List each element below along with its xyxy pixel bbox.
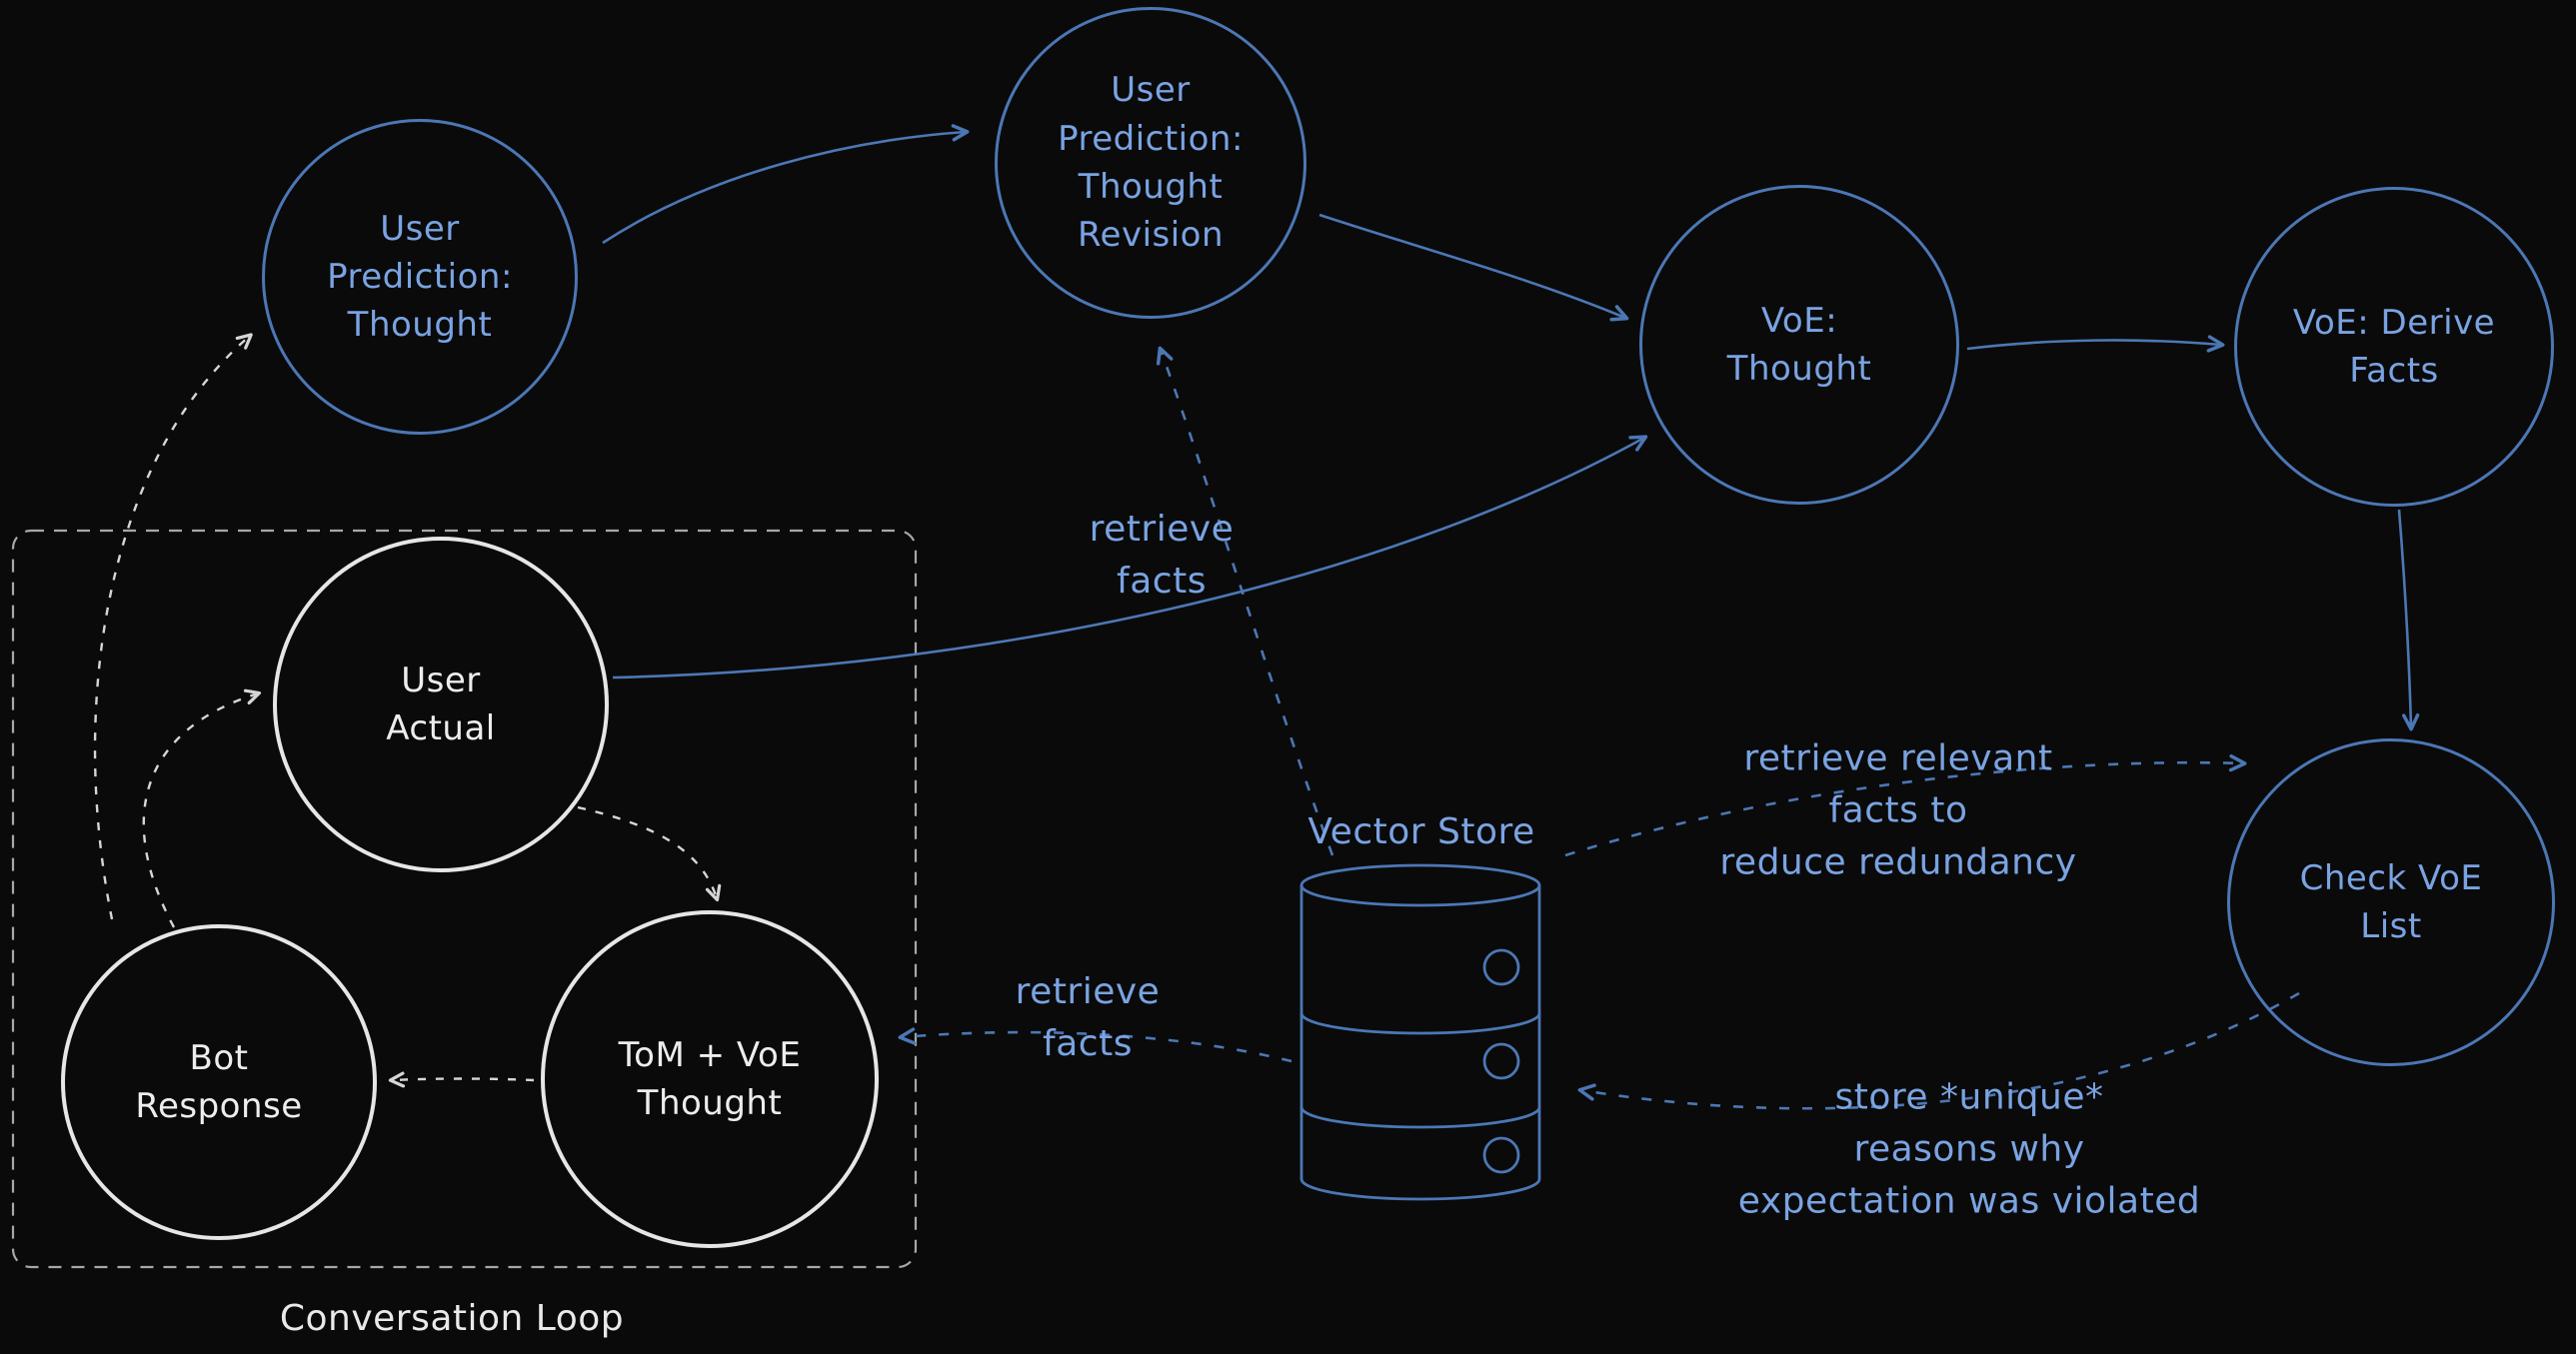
edge-tom-voe-to-bot-response — [388, 1071, 535, 1088]
node-check-voe-list: Check VoE List — [2227, 738, 2555, 1066]
node-check-voe-list-label: Check VoE List — [2299, 857, 2483, 946]
node-user-prediction-thought-revision: User Prediction: Thought Revision — [995, 7, 1306, 319]
node-user-prediction-thought-label: User Prediction: Thought — [327, 208, 513, 346]
node-user-actual: User Actual — [273, 537, 609, 872]
node-voe-derive-facts-label: VoE: Derive Facts — [2292, 302, 2496, 391]
edge-voe-thought-to-derive-facts — [1966, 335, 2225, 353]
conversation-loop-boundary — [11, 529, 918, 1269]
edge-revision-to-voe-thought — [1318, 213, 1629, 322]
node-user-prediction-thought-revision-label: User Prediction: Thought Revision — [1058, 70, 1244, 256]
node-user-prediction-thought: User Prediction: Thought — [262, 119, 578, 435]
label-store-unique-reasons: store *unique* reasons why expectation w… — [1737, 1076, 2201, 1223]
edge-check-list-to-vector-store — [1577, 991, 2300, 1110]
edge-prediction-to-revision — [602, 124, 970, 245]
edge-vector-store-to-check-list — [1564, 753, 2247, 857]
node-bot-response: Bot Response — [61, 924, 377, 1240]
edge-user-actual-to-tom-voe — [577, 805, 722, 902]
label-vector-store: Vector Store — [1307, 810, 1535, 852]
label-retrieve-facts-left: retrieve facts — [1015, 970, 1161, 1064]
edge-bot-response-to-user-actual — [142, 688, 262, 928]
node-voe-derive-facts: VoE: Derive Facts — [2234, 187, 2554, 507]
node-voe-thought-label: VoE: Thought — [1726, 300, 1872, 389]
label-retrieve-relevant-facts: retrieve relevant facts to reduce redund… — [1719, 737, 2077, 884]
edge-bot-response-to-user-prediction — [93, 333, 253, 920]
edge-vector-store-to-revision — [1156, 346, 1334, 856]
node-voe-thought: VoE: Thought — [1639, 185, 1959, 505]
edge-user-actual-to-voe-thought — [612, 435, 1648, 679]
node-tom-voe-thought: ToM + VoE Thought — [541, 910, 879, 1248]
node-bot-response-label: Bot Response — [135, 1037, 303, 1126]
node-tom-voe-thought-label: ToM + VoE Thought — [618, 1034, 802, 1123]
label-conversation-loop: Conversation Loop — [279, 1297, 625, 1339]
edge-vector-store-to-tom-voe — [898, 1027, 1292, 1063]
edge-derive-facts-to-check-list — [2397, 509, 2420, 731]
label-retrieve-facts-top: retrieve facts — [1089, 508, 1235, 602]
node-user-actual-label: User Actual — [386, 660, 496, 748]
vector-store-icon — [1299, 863, 1541, 1201]
